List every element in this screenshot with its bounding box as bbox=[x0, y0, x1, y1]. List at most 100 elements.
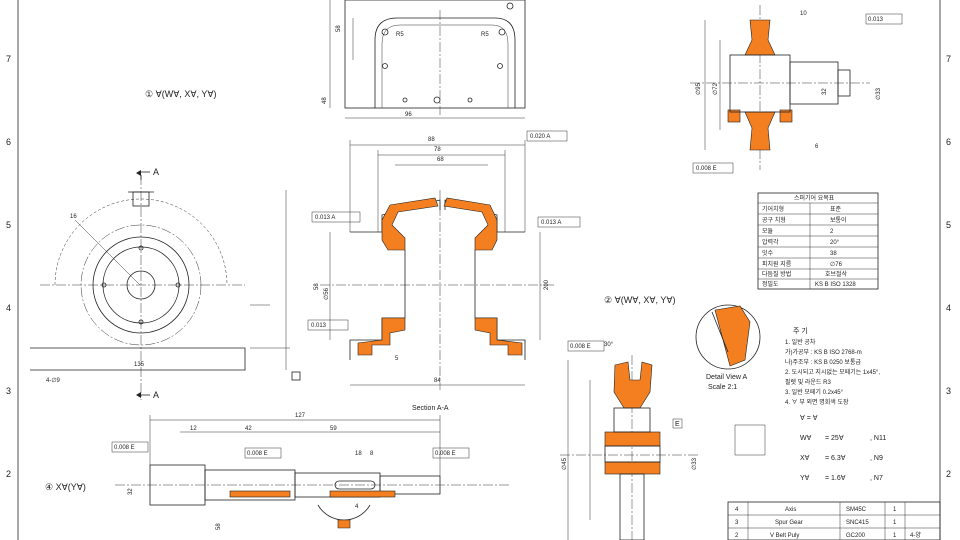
symbol-w-n: , N11 bbox=[870, 435, 886, 442]
spec-row-0-value: 표준 bbox=[830, 206, 842, 213]
front-view: A A 135 4-∅9 16 bbox=[30, 167, 301, 400]
notes-title: 주 기 bbox=[793, 326, 808, 335]
dim-gear-6: 6 bbox=[815, 144, 819, 150]
dim-shaft-42: 42 bbox=[245, 426, 252, 432]
spec-row-3-value: 20° bbox=[830, 240, 840, 246]
dim-shaft-59: 59 bbox=[330, 426, 337, 432]
part-row-1-name: Spur Gear bbox=[775, 520, 803, 526]
right-zone-numbers: 7 6 5 4 3 2 bbox=[946, 54, 951, 479]
symbol-w-key: W∀ bbox=[800, 434, 812, 442]
dim-front-135: 135 bbox=[134, 362, 145, 368]
dim-shaft-8: 8 bbox=[370, 451, 374, 457]
spec-row-4-label: 잇수 bbox=[762, 250, 774, 257]
part-row-1-qty: 1 bbox=[893, 520, 897, 526]
zone-right-3: 5 bbox=[946, 220, 951, 230]
spec-row-6-label: 다듬질 방법 bbox=[762, 270, 791, 278]
detail-view-scale: Scale 2:1 bbox=[708, 384, 737, 391]
zone-left-1: 7 bbox=[6, 54, 11, 64]
symbol-y-n: , N7 bbox=[870, 475, 883, 482]
shaft-key-hatch-right bbox=[329, 490, 396, 498]
pulley-view: ∅45 30° ∅33 0.008 E E bbox=[560, 340, 700, 540]
part-row-2-no: 2 bbox=[735, 533, 739, 539]
spec-row-7-label: 정밀도 bbox=[762, 280, 779, 288]
dim-gear-phi72: ∅72 bbox=[712, 82, 719, 95]
section-hatch-top-right bbox=[443, 197, 498, 251]
shaft-keyway-hatch bbox=[337, 519, 351, 529]
section-a-a-caption: Section A-A bbox=[412, 405, 449, 412]
shaft-tol-frame-2: 0.008 E bbox=[247, 451, 268, 457]
symbol-y-eq: = 1.6∀ bbox=[825, 474, 846, 482]
dim-sec-68: 68 bbox=[437, 157, 444, 163]
zone-right-2: 6 bbox=[946, 137, 951, 147]
dim-shaft-58: 58 bbox=[216, 523, 222, 530]
note-line-5: 3. 일반 모떼기 0.2x45° bbox=[785, 388, 844, 396]
spec-row-2-label: 모듈 bbox=[762, 228, 774, 235]
notes-block: 주 기 1. 일반 공차 가)가공부 : KS B ISO 2768-m 나)주… bbox=[734, 326, 886, 482]
dim-shaft-12: 12 bbox=[190, 426, 197, 432]
tol-frame-circ: 0.013 bbox=[311, 323, 327, 329]
part-row-1-mat: SNC415 bbox=[846, 520, 869, 526]
spec-row-2-value: 2 bbox=[830, 229, 834, 235]
pulley-hub-hatch bbox=[604, 431, 661, 447]
dim-sec-phi56: ∅56 bbox=[323, 287, 330, 300]
dim-shaft-18: 18 bbox=[355, 451, 362, 457]
top-view: 58 48 96 R5 R5 bbox=[322, 0, 526, 119]
note-line-6: 4. ∀ 부 외면 명회색 도장 bbox=[785, 398, 849, 406]
detail-view-caption: Detail View A bbox=[706, 374, 747, 381]
note-line-1: 가)가공부 : KS B ISO 2768-m bbox=[785, 348, 862, 356]
part-row-2-qty: 1 bbox=[893, 533, 897, 539]
zone-right-1: 7 bbox=[946, 54, 951, 64]
gear-tol-frame-top: 0.013 bbox=[868, 17, 884, 23]
dim-top-96: 96 bbox=[405, 112, 412, 118]
spec-row-5-label: 피치원 지름 bbox=[762, 260, 792, 268]
gear-web-hatch-left bbox=[727, 109, 741, 123]
zone-right-5: 3 bbox=[946, 386, 951, 396]
roughness-callout-4: ④ X∀(Y∀) bbox=[45, 482, 86, 492]
dim-gear-32: 32 bbox=[822, 88, 828, 95]
roughness-example-box bbox=[734, 424, 766, 456]
dim-sec-78: 78 bbox=[434, 147, 441, 153]
shaft-key-hatch-left bbox=[229, 490, 291, 498]
part-row-0-no: 4 bbox=[735, 507, 739, 513]
section-hatch-bottom-left bbox=[357, 317, 406, 356]
section-mark-a-top: A bbox=[153, 167, 159, 177]
gear-web-hatch-right bbox=[779, 109, 793, 123]
dim-gear-phi95: ∅95 bbox=[695, 82, 702, 95]
dim-pulley-phi33: ∅33 bbox=[691, 457, 698, 470]
gear-tol-frame: 0.008 E bbox=[696, 166, 717, 172]
symbol-base: ∀ = ∀ bbox=[800, 414, 818, 422]
dim-pulley-phi45: ∅45 bbox=[561, 457, 568, 470]
section-hatch-top-left bbox=[381, 197, 439, 251]
symbol-w-eq: = 25∀ bbox=[825, 434, 844, 442]
section-mark-a-bottom: A bbox=[153, 390, 159, 400]
dim-top-58: 58 bbox=[336, 25, 342, 32]
dim-sec-58: 58 bbox=[314, 283, 320, 290]
note-line-4: 필렛 및 라운드 R3 bbox=[785, 378, 831, 386]
spec-row-1-label: 공구 치형 bbox=[762, 216, 786, 224]
zone-left-4: 4 bbox=[6, 303, 11, 313]
part-row-0-name: Axis bbox=[785, 507, 796, 513]
note-line-2: 나)주조부 : KS B 0250 보통급 bbox=[785, 358, 861, 366]
spec-row-3-label: 압력각 bbox=[762, 238, 779, 246]
tol-frame-perp: 0.013 A bbox=[541, 220, 561, 226]
dim-sec-200: 200 bbox=[544, 279, 550, 290]
note-line-3: 2. 도시되고 지시없는 모떼기는 1x45°, bbox=[785, 368, 880, 376]
pulley-groove-hatch-top bbox=[613, 361, 653, 409]
section-hatch-bottom-right bbox=[474, 317, 523, 356]
symbol-x-eq: = 6.3∀ bbox=[825, 454, 846, 462]
dim-sec-88: 88 bbox=[428, 137, 435, 143]
detail-view-a: Detail View A Scale 2:1 bbox=[695, 304, 761, 391]
zone-left-3: 5 bbox=[6, 220, 11, 230]
note-line-0: 1. 일반 공차 bbox=[785, 338, 816, 346]
tol-frame-flatness: 0.013 A bbox=[315, 215, 335, 221]
dim-shaft-4: 4 bbox=[355, 504, 359, 510]
symbol-y-key: Y∀ bbox=[800, 474, 810, 482]
zone-left-5: 3 bbox=[6, 386, 11, 396]
dim-top-r5-right: R5 bbox=[481, 32, 489, 38]
part-row-2-mat: GC200 bbox=[846, 533, 866, 539]
part-row-0-mat: SM45C bbox=[846, 507, 867, 513]
left-zone-numbers: 7 6 5 4 3 2 bbox=[6, 54, 11, 479]
zone-left-2: 6 bbox=[6, 137, 11, 147]
